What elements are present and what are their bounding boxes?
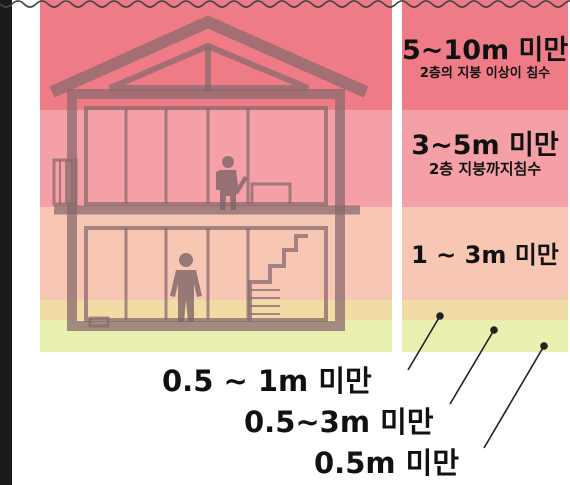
level-3-5m-desc: 2층 지붕까지침수	[428, 160, 542, 178]
staircase	[248, 234, 308, 322]
level-0.5-1m-label: 0.5 ~ 1m 미만	[162, 364, 372, 398]
water-surface-wave-icon	[0, 0, 570, 8]
left-frame-bar	[0, 0, 12, 485]
band-0.5-1m	[40, 300, 392, 320]
band-3-5m	[40, 110, 392, 207]
level-5-10m-title: 5~10m 미만	[402, 35, 569, 66]
level-3-5m-label: 3~5m 미만 2층 지붕까지침수	[402, 130, 568, 178]
level-5-10m-label: 5~10m 미만 2층의 지붕 이상이 침수	[402, 36, 568, 82]
level-3-5m-title: 3~5m 미만	[411, 130, 559, 161]
roof-outline	[49, 15, 369, 98]
level-5-10m-desc: 2층의 지붕 이상이 침수	[419, 66, 551, 81]
band-1-3m	[40, 207, 392, 300]
legend-band-0.5-1m	[402, 300, 568, 320]
house-cross-section	[49, 15, 369, 331]
flood-depth-bands-house-side	[40, 0, 392, 352]
level-1-3m-label: 1 ~ 3m 미만	[402, 240, 568, 270]
person-downstairs-icon	[170, 253, 202, 322]
legend-band-3-5m	[402, 110, 568, 207]
level-under-0.5m-label: 0.5m 미만	[314, 446, 460, 480]
level-0.5-3m-label: 0.5~3m 미만	[244, 405, 434, 439]
person-upstairs-icon	[216, 156, 248, 210]
legend-band-5-10m	[402, 0, 568, 110]
level-1-3m-title: 1 ~ 3m 미만	[411, 241, 559, 269]
legend-band-1-3m	[402, 207, 568, 300]
legend-band-under-0.5m	[402, 320, 568, 352]
